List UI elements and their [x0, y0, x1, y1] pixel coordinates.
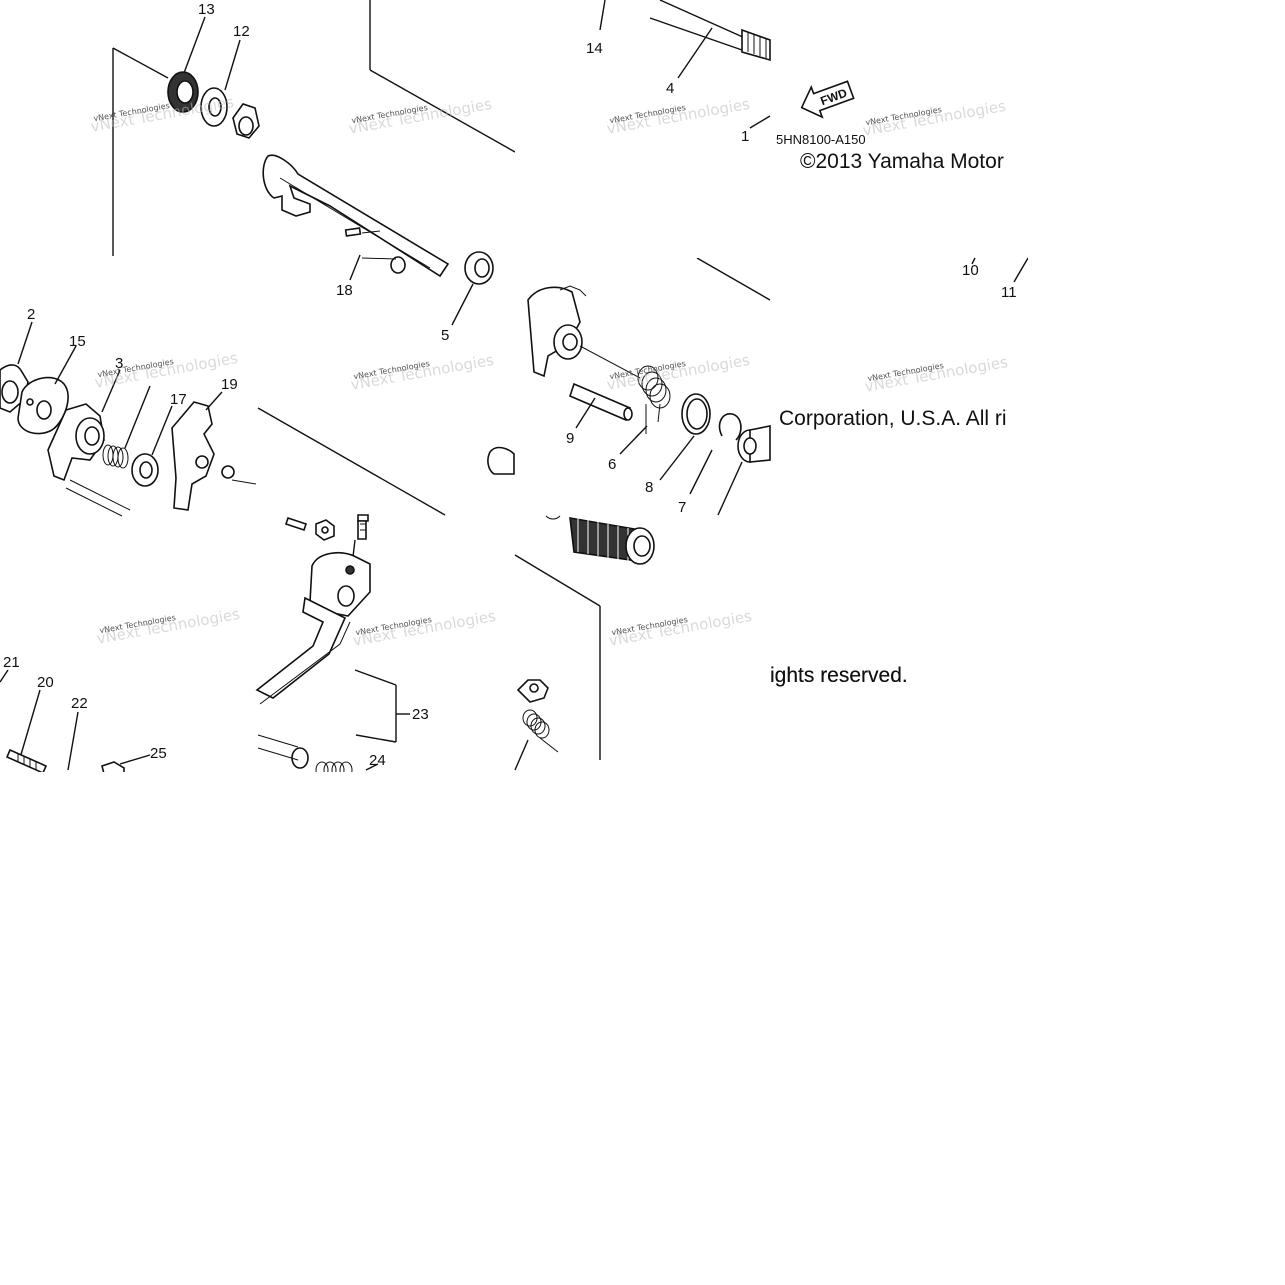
svg-text:ights reserved.: ights reserved.: [770, 664, 908, 687]
callout-10: 10: [962, 262, 979, 279]
callout-21: 21: [3, 654, 20, 671]
callout-4: 4: [666, 80, 674, 97]
callout-2: 2: [27, 306, 35, 323]
callout-24: 24: [369, 752, 386, 769]
fwd-arrow-icon: FWD: [800, 80, 855, 119]
copyright-line-1: ©2013 Yamaha Motor: [800, 150, 1004, 173]
part-code-label: 5HN8100-A150: [776, 132, 866, 147]
callout-9: 9: [566, 430, 574, 447]
tile-middle-left: 2 15 3 17 19: [0, 306, 446, 517]
callout-11: 11: [1001, 284, 1017, 301]
tile-top-left: 13 12 18 5: [112, 0, 516, 344]
callout-5: 5: [441, 327, 449, 344]
callout-15: 15: [69, 333, 86, 350]
callout-8: 8: [645, 479, 653, 496]
callout-1: 1: [741, 128, 749, 145]
callout-19: 19: [221, 376, 238, 393]
callout-14: 14: [586, 40, 603, 57]
callout-12: 12: [233, 23, 250, 40]
shift-lever-part: [309, 552, 371, 617]
tile-bottom-right: [514, 515, 655, 771]
tile-far-right: 10 11: [962, 257, 1029, 301]
callout-17: 17: [170, 391, 187, 408]
tile-bottom-center: 23 24: [255, 514, 429, 779]
copyright-line-2: Corporation, U.S.A. All ri: [779, 407, 1007, 430]
callout-3: 3: [115, 355, 123, 372]
spring-small-part: [522, 709, 550, 739]
copyright-line-3: ights reserved.: [770, 664, 908, 687]
callout-23: 23: [412, 706, 429, 723]
tile-bottom-left: 21 20 22 25: [0, 654, 167, 775]
tile-top-right: FWD 14 4 1 5HN8100-A150: [586, 0, 866, 147]
callout-22: 22: [71, 695, 88, 712]
callout-18: 18: [336, 282, 353, 299]
callout-6: 6: [608, 456, 616, 473]
torsion-spring-part: [637, 365, 671, 434]
callout-13: 13: [198, 1, 215, 18]
callout-25: 25: [150, 745, 167, 762]
callout-20: 20: [37, 674, 54, 691]
tile-middle-right: 9 6 8 7: [487, 257, 771, 516]
shift-shaft-part: [262, 154, 450, 278]
rubber-boot-part: [569, 517, 655, 565]
callout-7: 7: [678, 499, 686, 516]
spring-part: [102, 444, 129, 469]
